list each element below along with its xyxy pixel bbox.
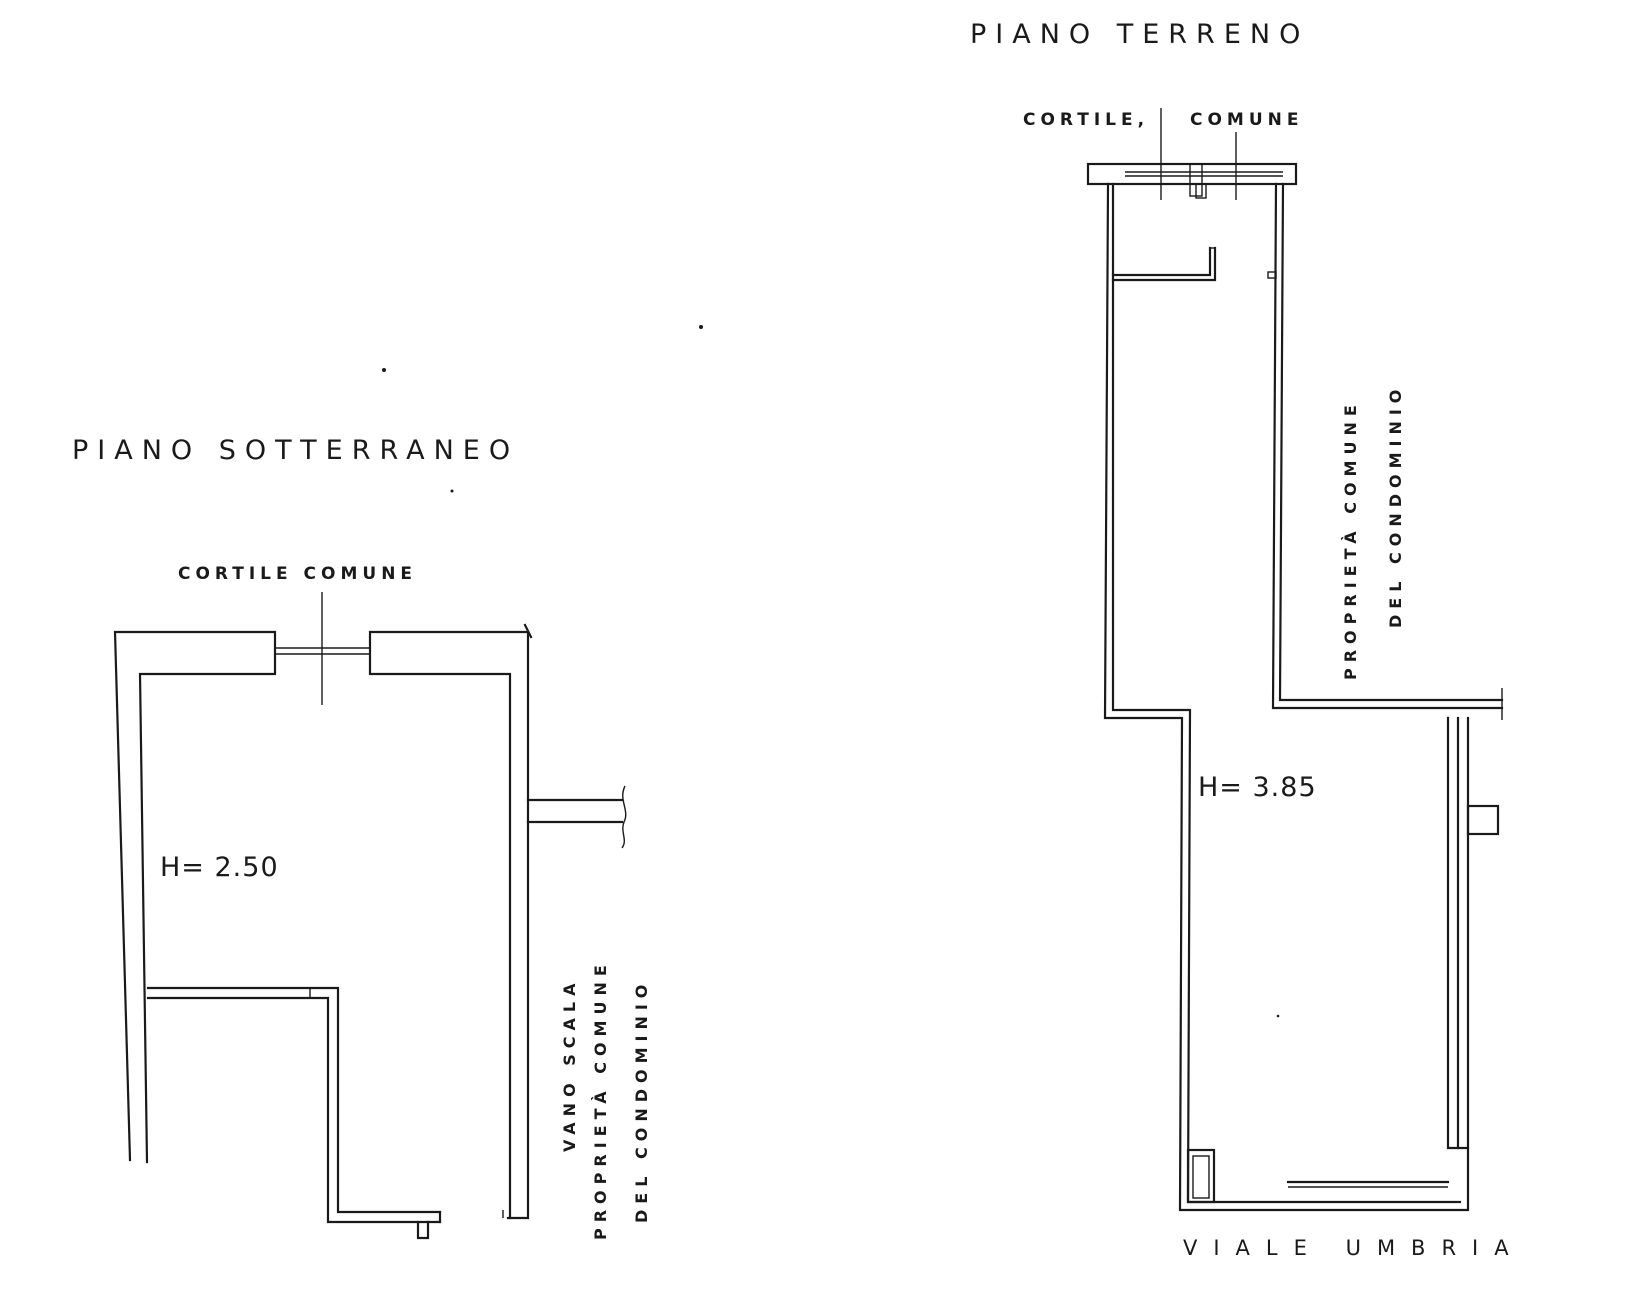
basement-height-label: H= 2.50 [160, 852, 279, 883]
ground-courtyard-label-left: CORTILE, [1023, 110, 1149, 130]
basement-walls [113, 623, 533, 1240]
svg-text:DEL CONDOMINIO: DEL CONDOMINIO [1386, 384, 1405, 628]
ground-interior-partition [1111, 246, 1277, 282]
basement-side-note-2: PROPRIETÀ COMUNE [591, 959, 610, 1240]
ground-height-label: H= 3.85 [1198, 772, 1317, 803]
ground-chimney [1466, 804, 1500, 836]
ground-shop-window [1286, 1180, 1450, 1188]
basement-side-note-1: VANO SCALA [560, 978, 579, 1152]
basement-courtyard-label: CORTILE COMUNE [178, 564, 417, 584]
ground-column [1186, 1148, 1216, 1204]
ground-courtyard-label-right: COMUNE [1190, 110, 1304, 130]
ground-walls [1086, 162, 1504, 1212]
svg-text:DEL CONDOMINIO: DEL CONDOMINIO [632, 979, 651, 1223]
ground-side-note-2: DEL CONDOMINIO [1386, 384, 1405, 628]
ground-side-note-1: PROPRIETÀ COMUNE [1341, 399, 1360, 680]
basement-plan: PIANO SOTTERRANEO CORTILE COMUNE [72, 435, 651, 1240]
basement-window [275, 592, 370, 705]
stair-wall-stub [526, 785, 627, 849]
ground-floor-plan: PIANO TERRENO CORTILE, COMUNE [970, 19, 1525, 1260]
ground-title: PIANO TERRENO [970, 19, 1309, 50]
basement-side-note-3: DEL CONDOMINIO [632, 979, 651, 1223]
svg-text:PROPRIETÀ COMUNE: PROPRIETÀ COMUNE [591, 959, 610, 1240]
street-label: VIALE UMBRIA [1183, 1236, 1525, 1260]
scan-specks [382, 325, 1280, 1018]
svg-text:VANO SCALA: VANO SCALA [560, 978, 579, 1152]
ground-window-top [1125, 108, 1283, 200]
svg-text:PROPRIETÀ COMUNE: PROPRIETÀ COMUNE [1341, 399, 1360, 680]
basement-title: PIANO SOTTERRANEO [72, 435, 519, 466]
